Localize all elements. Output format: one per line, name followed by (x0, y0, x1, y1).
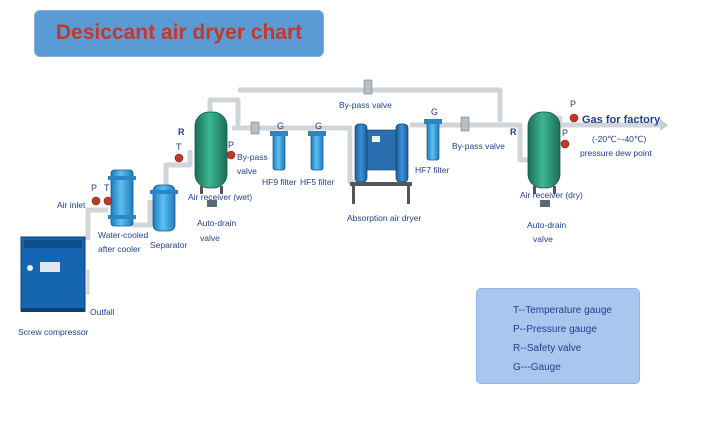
label-outfall: Outfall (90, 307, 115, 317)
screw-compressor (20, 236, 86, 312)
gauge-p-dry (560, 139, 570, 149)
label-separator: Separator (150, 240, 188, 250)
label-absorption-dryer: Absorption air dryer (347, 213, 422, 223)
air-receiver-dry (527, 111, 561, 207)
legend-item-pressure: P--Pressure gauge (513, 324, 597, 335)
absorption-dryer (350, 123, 412, 204)
pipe-factory (557, 115, 660, 128)
filter-hf7 (424, 119, 442, 161)
filter-hf5 (308, 131, 326, 171)
label-air-inlet: Air inlet (57, 200, 86, 210)
label-auto-drain-2b: valve (533, 234, 553, 244)
label-after-cooler: after cooler (98, 244, 141, 254)
label-hf5: HF5 filter (300, 177, 335, 187)
pipe-receiver-top (207, 97, 241, 128)
label-auto-drain-2: Auto-drain (527, 220, 567, 230)
gauge-p-inlet (91, 196, 101, 206)
label-water-cooled: Water-cooled (98, 230, 149, 240)
gauge-t-wet (174, 153, 184, 163)
label-bypass-valve-2: By-pass valve (452, 141, 505, 151)
gauge-letter-p-dry: P (562, 128, 569, 138)
pipe-bypass-top (238, 87, 503, 122)
gauge-letter-t-inlet: T (104, 183, 110, 193)
label-auto-drain-1b: valve (200, 233, 220, 243)
bypass-valve-top-shape (363, 79, 373, 95)
label-dew-point: pressure dew point (580, 148, 652, 158)
gauge-letter-p-wet: P (228, 140, 235, 150)
title-banner: Desiccant air dryer chart (34, 10, 324, 57)
label-bypass-valve-1b: valve (237, 166, 257, 176)
label-air-receiver-dry: Air receiver (dry) (520, 190, 583, 200)
after-cooler (108, 169, 136, 227)
gauge-p-factory (569, 113, 579, 123)
gauge-letter-p-inlet: P (91, 183, 98, 193)
gauge-p-wet (226, 150, 236, 160)
gauge-letter-r-dry: R (510, 127, 517, 137)
legend-item-temperature: T--Temperature gauge (513, 305, 612, 316)
gauge-letter-t-wet: T (176, 142, 182, 152)
legend-item-safety-valve: R--Safety valve (513, 343, 582, 354)
pipe-compressor-out (85, 207, 108, 240)
page-title: Desiccant air dryer chart (55, 21, 303, 44)
bypass-valve-1-shape (250, 121, 260, 135)
gauge-letter-g-hf7: G (431, 107, 439, 117)
label-air-receiver-wet: Air receiver (wet) (188, 192, 253, 202)
filter-hf9 (270, 131, 288, 171)
pipe-separator-receiver (163, 150, 193, 185)
label-hf7: HF7 filter (415, 165, 450, 175)
label-hf9: HF9 filter (262, 177, 297, 187)
label-gas-for-factory: Gas for factory (582, 114, 661, 126)
bypass-valve-2-shape (460, 116, 470, 132)
legend-box: T--Temperature gauge P--Pressure gauge R… (476, 288, 640, 384)
gauge-letter-g-hf9: G (277, 121, 285, 131)
label-auto-drain-1: Auto-drain (197, 218, 237, 228)
gauge-letter-p-factory: P (570, 99, 577, 109)
separator (150, 184, 178, 232)
pipe-cooler-separator (132, 200, 153, 228)
air-receiver-wet (194, 111, 228, 207)
gauge-letter-r-wet: R (178, 127, 185, 137)
gauge-t-inlet (103, 196, 113, 206)
label-bypass-valve-top: By-pass valve (339, 100, 392, 110)
gauge-letter-g-hf5: G (315, 121, 323, 131)
legend-item-gauge: G---Gauge (513, 362, 561, 373)
label-bypass-valve-1: By-pass (237, 152, 268, 162)
label-dew-range: (-20℃~-40℃) (592, 134, 647, 144)
label-screw-compressor: Screw compressor (18, 327, 89, 337)
